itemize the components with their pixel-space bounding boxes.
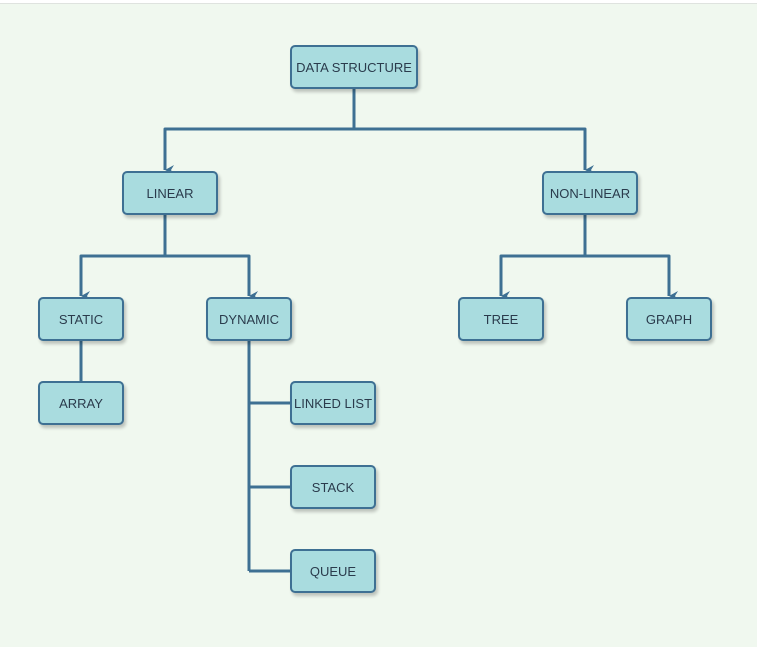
connector-non-linear-to-tree [499, 215, 587, 301]
node-label: GRAPH [645, 311, 693, 327]
node-queue[interactable]: QUEUE [290, 549, 376, 593]
node-label: STACK [311, 479, 355, 495]
node-label: LINEAR [146, 185, 194, 201]
node-static[interactable]: STATIC [38, 297, 124, 341]
connector-non-linear-to-graph [585, 254, 678, 301]
node-dynamic[interactable]: DYNAMIC [206, 297, 292, 341]
connector-linear-to-static [79, 215, 167, 301]
node-label: NON-LINEAR [549, 185, 631, 201]
connector-root-to-linear [163, 89, 356, 175]
node-data-structure[interactable]: DATA STRUCTURE [290, 45, 418, 89]
node-tree[interactable]: TREE [458, 297, 544, 341]
node-array[interactable]: ARRAY [38, 381, 124, 425]
node-label: LINKED LIST [293, 395, 373, 411]
node-label: DYNAMIC [219, 311, 279, 327]
node-label: ARRAY [59, 395, 103, 411]
node-stack[interactable]: STACK [290, 465, 376, 509]
node-label: STATIC [58, 311, 104, 327]
node-label: QUEUE [309, 563, 357, 579]
node-linked-list[interactable]: LINKED LIST [290, 381, 376, 425]
node-label: TREE [483, 311, 519, 327]
connector-linear-to-dynamic [165, 254, 258, 301]
connector-root-to-non-linear [354, 127, 594, 175]
node-graph[interactable]: GRAPH [626, 297, 712, 341]
node-linear[interactable]: LINEAR [122, 171, 218, 215]
node-label: DATA STRUCTURE [296, 59, 412, 75]
node-non-linear[interactable]: NON-LINEAR [542, 171, 638, 215]
